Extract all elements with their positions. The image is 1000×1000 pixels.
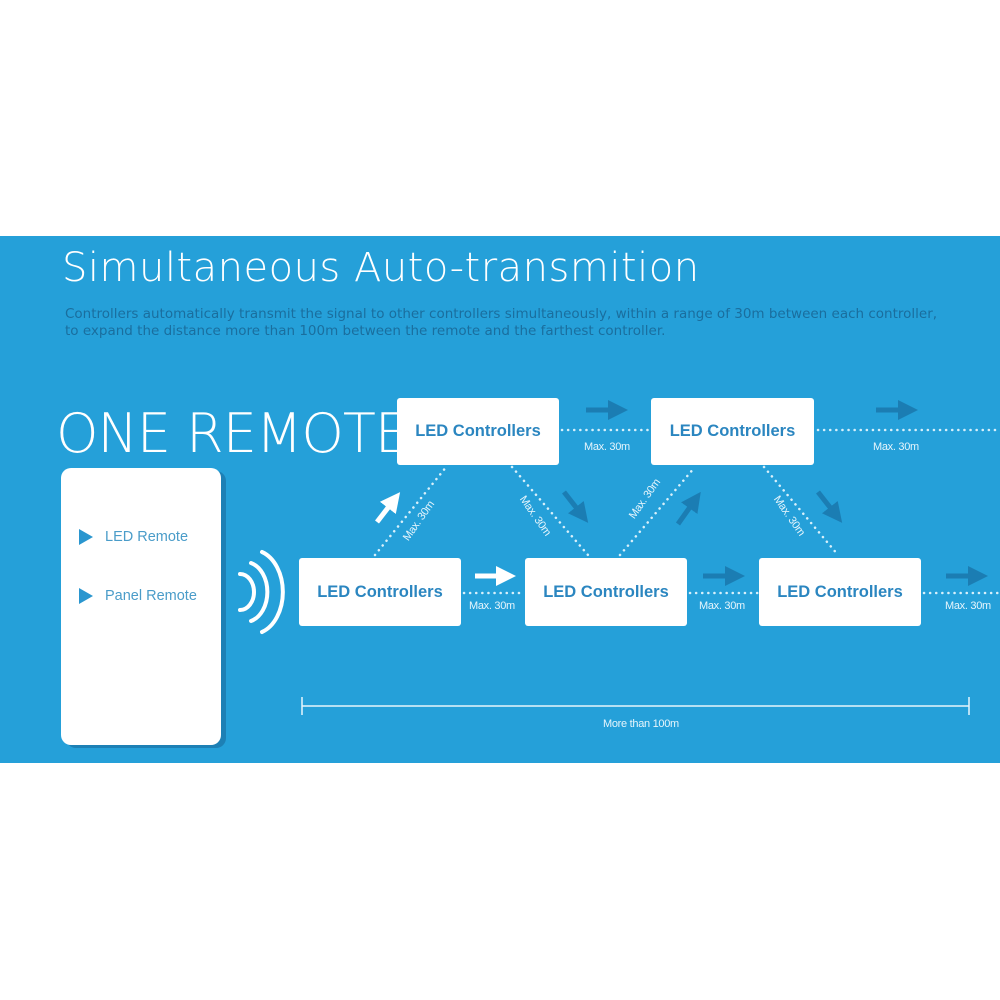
total-distance-label: More than 100m [603, 718, 679, 730]
wireless-signal-icon [238, 550, 285, 634]
led-controller-box: LED Controllers [299, 558, 461, 626]
description-line-2: to expand the distance more than 100m be… [65, 323, 666, 339]
triangle-bullet-icon [79, 529, 93, 545]
one-remote-heading: ONE REMOTE [56, 402, 409, 465]
arrow-icon [675, 491, 701, 526]
range-label: Max. 30m [584, 441, 630, 453]
arrows [375, 400, 988, 586]
remote-item-label: LED Remote [105, 529, 189, 545]
range-label: Max. 30m [469, 600, 515, 612]
led-controller-box: LED Controllers [759, 558, 921, 626]
triangle-bullet-icon [79, 588, 93, 604]
dotted-range-lines [373, 428, 1000, 595]
page-title: Simultaneous Auto-transmition [62, 245, 700, 291]
remote-item-label: Panel Remote [105, 588, 197, 604]
remote-item-led: LED Remote [79, 529, 188, 545]
range-label: Max. 30m [699, 600, 745, 612]
arrow-icon [562, 490, 589, 523]
led-controller-box: LED Controllers [651, 398, 814, 465]
description-line-1: Controllers automatically transmit the s… [65, 306, 938, 322]
range-label: Max. 30m [945, 600, 991, 612]
remote-item-panel: Panel Remote [79, 588, 197, 604]
led-controller-box: LED Controllers [397, 398, 559, 465]
distance-ruler [301, 697, 970, 715]
arrow-icon [375, 492, 401, 524]
range-label: Max. 30m [873, 441, 919, 453]
arrow-icon [816, 490, 843, 523]
led-controller-box: LED Controllers [525, 558, 687, 626]
remote-card: LED Remote Panel Remote [61, 468, 221, 745]
